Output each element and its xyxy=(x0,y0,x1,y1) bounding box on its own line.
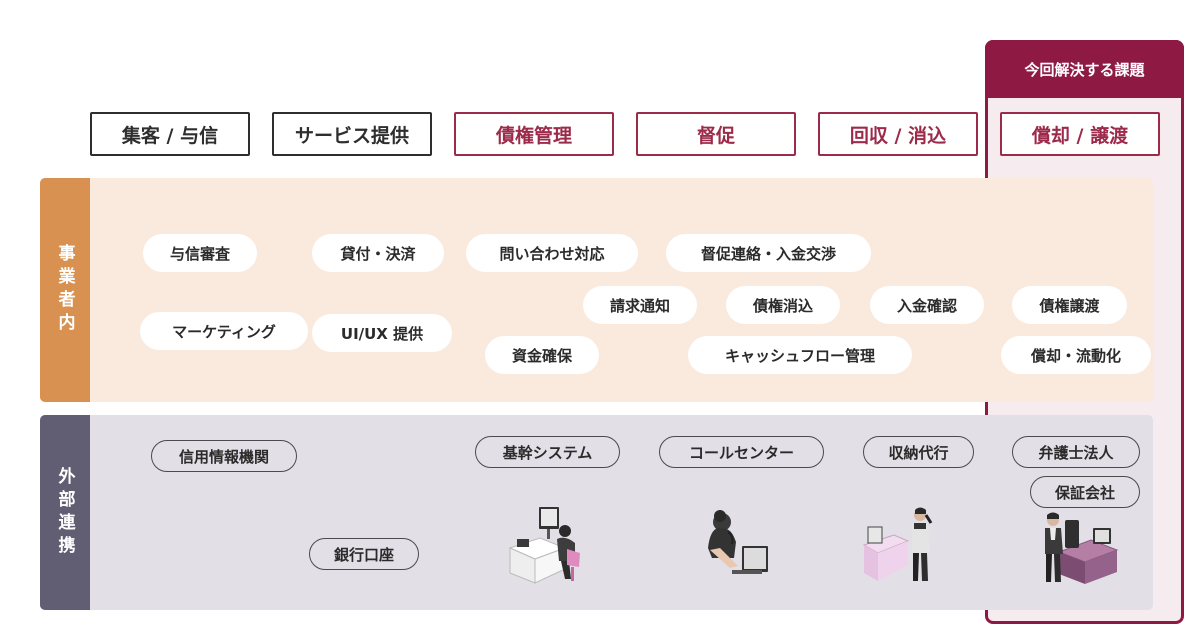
internal-item-ui-ux: UI/UX 提供 xyxy=(312,314,452,352)
internal-item-dunning-negotiation: 督促連絡・入金交渉 xyxy=(666,234,871,272)
internal-item-marketing: マーケティング xyxy=(140,312,308,350)
internal-item-fund-securing: 資金確保 xyxy=(485,336,599,374)
stage-dunning: 督促 xyxy=(636,112,796,156)
person-at-office-desk-icon xyxy=(1035,510,1121,586)
call-center-operator-icon xyxy=(700,508,772,584)
internal-item-receivable-transfer: 債権譲渡 xyxy=(1012,286,1127,324)
focus-header: 今回解決する課題 xyxy=(985,40,1184,98)
external-item-guarantor: 保証会社 xyxy=(1030,476,1140,508)
person-on-phone-icon xyxy=(860,505,940,587)
person-at-desk-icon xyxy=(505,503,585,585)
stage-receivables-management: 債権管理 xyxy=(454,112,614,156)
external-item-call-center: コールセンター xyxy=(659,436,824,468)
internal-item-writeoff-securitization: 償却・流動化 xyxy=(1001,336,1151,374)
internal-item-payment-confirmation: 入金確認 xyxy=(870,286,984,324)
stage-service-provision: サービス提供 xyxy=(272,112,432,156)
internal-item-lending-payment: 貸付・決済 xyxy=(312,234,444,272)
external-item-credit-bureau: 信用情報機関 xyxy=(151,440,297,472)
internal-band-label: 事業者内 xyxy=(40,178,90,402)
stage-writeoff-transfer: 償却 / 譲渡 xyxy=(1000,112,1160,156)
internal-item-inquiry-handling: 問い合わせ対応 xyxy=(466,234,638,272)
internal-item-cashflow-management: キャッシュフロー管理 xyxy=(688,336,912,374)
external-band-label: 外部連携 xyxy=(40,415,90,610)
external-item-core-system: 基幹システム xyxy=(475,436,620,468)
external-item-payment-agency: 収納代行 xyxy=(863,436,974,468)
internal-item-credit-screening: 与信審査 xyxy=(143,234,257,272)
stage-acquisition-credit: 集客 / 与信 xyxy=(90,112,250,156)
stage-collection-reconciliation: 回収 / 消込 xyxy=(818,112,978,156)
internal-item-receivable-reconciliation: 債権消込 xyxy=(726,286,840,324)
external-item-bank-account: 銀行口座 xyxy=(309,538,419,570)
external-item-law-firm: 弁護士法人 xyxy=(1012,436,1140,468)
internal-item-billing-notice: 請求通知 xyxy=(583,286,697,324)
